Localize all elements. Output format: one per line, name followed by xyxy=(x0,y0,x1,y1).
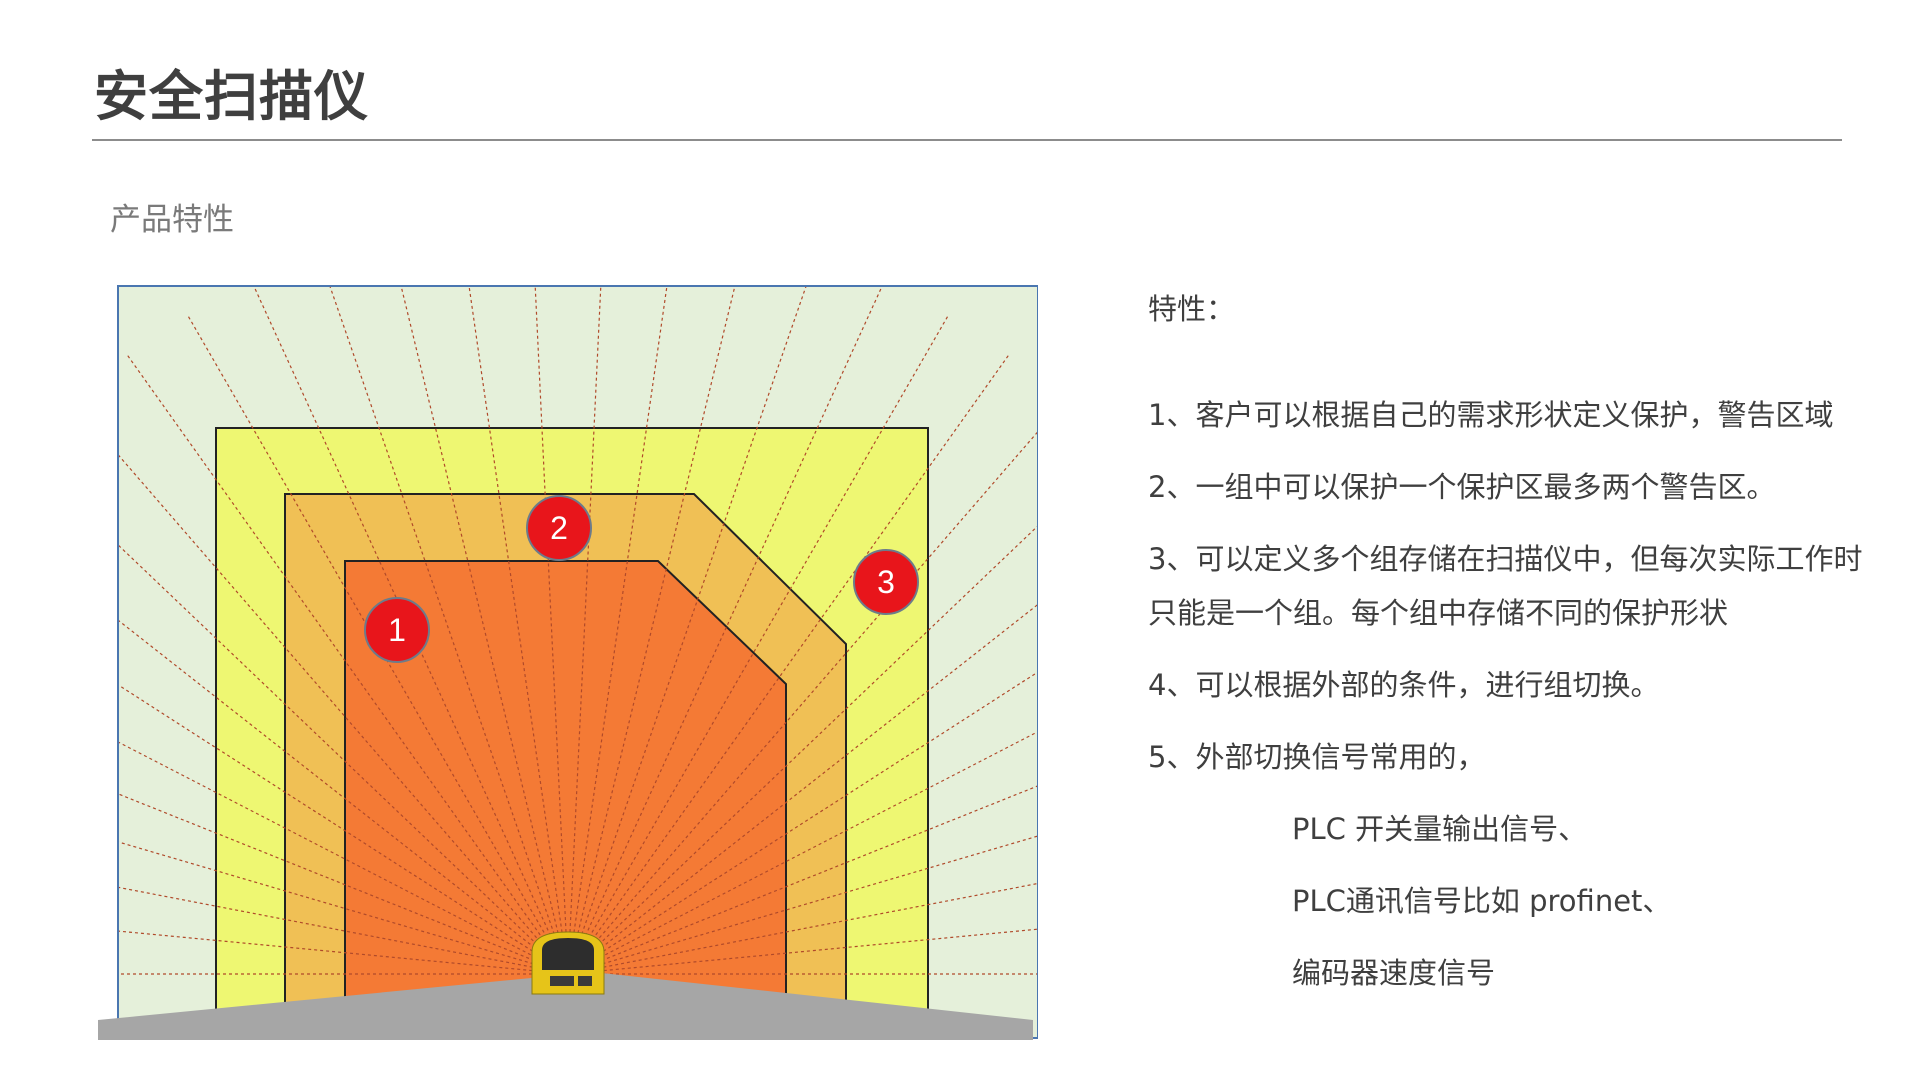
zone-marker-1: 1 xyxy=(364,597,430,663)
title-divider xyxy=(92,139,1842,141)
scan-ray xyxy=(567,882,1038,975)
zone-marker-2-label: 2 xyxy=(550,510,568,546)
scan-ray xyxy=(567,603,1038,975)
scan-ray xyxy=(329,286,569,975)
scan-ray xyxy=(534,286,569,975)
scan-ray xyxy=(126,354,569,975)
scan-ray xyxy=(567,286,807,975)
section-subtitle: 产品特性 xyxy=(110,202,234,238)
scan-ray xyxy=(118,793,569,975)
floor xyxy=(98,972,1033,1040)
scan-ray xyxy=(468,286,569,975)
feature-heading: 特性： xyxy=(1148,292,1236,326)
scan-ray xyxy=(567,315,949,975)
zone-marker-3-label: 3 xyxy=(877,564,895,600)
feature-item-4: 4、可以根据外部的条件，进行组切换。 xyxy=(1148,668,1660,702)
scan-ray xyxy=(567,286,883,975)
feature-list: 特性： 1、客户可以根据自己的需求形状定义保护，警告区域 2、一组中可以保护一个… xyxy=(1148,286,1888,1018)
scan-ray xyxy=(118,841,569,975)
scan-ray xyxy=(118,930,569,975)
scan-ray xyxy=(118,544,569,975)
scan-ray xyxy=(118,741,569,975)
scan-ray xyxy=(118,453,569,975)
scan-ray xyxy=(567,286,736,975)
scan-ray xyxy=(567,928,1038,975)
page-title: 安全扫描仪 xyxy=(94,65,369,128)
scan-ray xyxy=(567,835,1038,975)
feature-item-3: 3、可以定义多个组存储在扫描仪中，但每次实际工作时只能是一个组。每个组中存储不同… xyxy=(1148,542,1863,630)
scanner-device xyxy=(531,931,605,995)
zone-marker-1-label: 1 xyxy=(388,612,406,648)
zone-marker-3: 3 xyxy=(853,549,919,615)
signal-type-2: PLC通讯信号比如 profinet、 xyxy=(1292,884,1672,918)
signal-type-1: PLC 开关量输出信号、 xyxy=(1292,812,1588,846)
zone-marker-2: 2 xyxy=(526,495,592,561)
scan-ray xyxy=(118,684,569,975)
scan-ray xyxy=(567,286,668,975)
scan-ray xyxy=(118,619,569,975)
scan-ray xyxy=(118,886,569,975)
scan-ray xyxy=(567,671,1038,975)
scan-ray xyxy=(567,286,602,975)
scan-ray xyxy=(567,354,1010,975)
scan-ray xyxy=(567,430,1038,975)
scan-rays xyxy=(118,286,1038,975)
scan-ray xyxy=(400,286,569,975)
scanner-zone-diagram: 1 2 3 xyxy=(98,282,1038,1042)
scan-ray xyxy=(567,730,1038,975)
feature-item-5: 5、外部切换信号常用的， xyxy=(1148,740,1486,774)
scan-ray xyxy=(567,524,1038,975)
feature-item-2: 2、一组中可以保护一个保护区最多两个警告区。 xyxy=(1148,470,1776,504)
signal-type-3: 编码器速度信号 xyxy=(1292,956,1496,990)
feature-item-1: 1、客户可以根据自己的需求形状定义保护，警告区域 xyxy=(1148,398,1834,432)
scan-ray xyxy=(567,785,1038,975)
